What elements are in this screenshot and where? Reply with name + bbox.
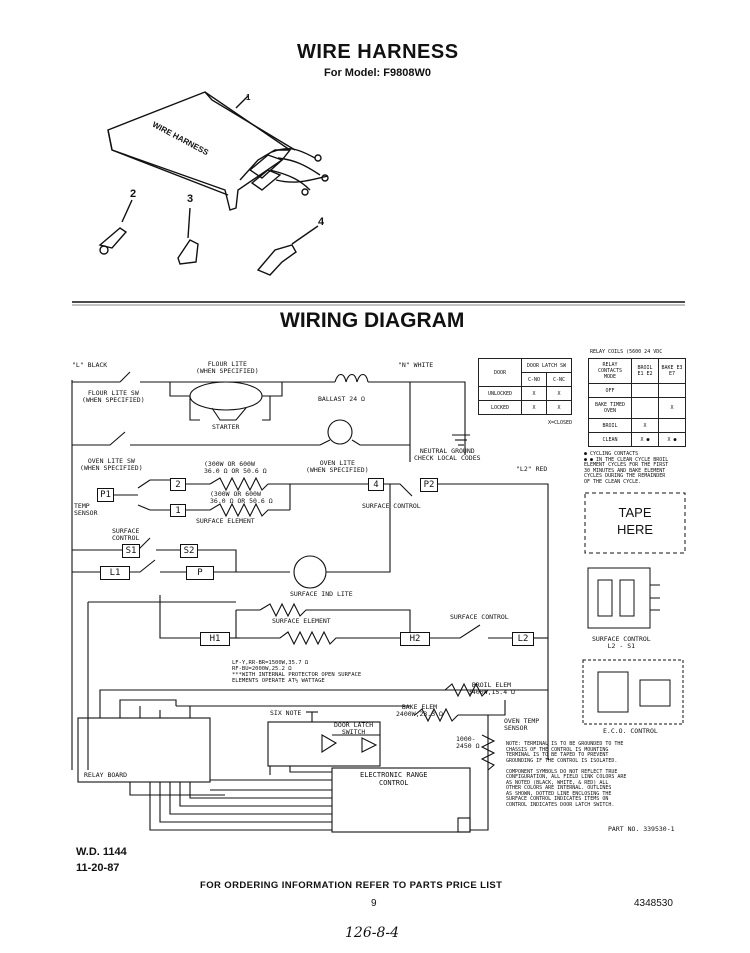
surface-control-label-2: SURFACE CONTROL (112, 527, 140, 543)
cycle-note: ● CYCLING CONTACTS ● ● IN THE CLEAN CYCL… (584, 451, 669, 485)
wire-label-l1-black: "L" BLACK (72, 361, 108, 369)
relay-table-header: BAKE E3 E7 (658, 358, 686, 384)
six-note-label: SIX NOTE (270, 709, 302, 717)
terminal-s1: S1 (122, 544, 140, 558)
flour-lite-switch-label: FLOUR LITE SW (WHEN SPECIFIED) (82, 389, 145, 405)
relay-table-cell (658, 383, 686, 398)
terminal-1: 1 (170, 504, 186, 517)
door-table-cell: X (546, 400, 572, 415)
element-rating-top: (300W OR 600W 36.0 Ω OR 50.6 Ω (204, 460, 267, 476)
wire-label-l2-red: "L2" RED (516, 465, 548, 473)
part-number-3: 3 (187, 193, 194, 205)
terminal-h1: H1 (200, 632, 230, 646)
bake-element-label: BAKE ELEM 2400W,23.3 Ω (396, 703, 443, 719)
door-table-cell: LOCKED (478, 400, 522, 415)
relay-table-cell (631, 383, 659, 398)
element-rating-bottom: (300W OR 600W 36.0 Ω OR 50.6 Ω (210, 490, 273, 506)
relay-table-cell (658, 418, 686, 433)
wiring-diagram-number: W.D. 1144 (76, 846, 127, 858)
terminal-s2: S2 (180, 544, 198, 558)
door-table-header-cnc: C-NC (546, 372, 572, 387)
starter-label: STARTER (212, 423, 240, 431)
door-table-cell: X (521, 386, 547, 401)
door-table-cell: X (521, 400, 547, 415)
sensor-resistance-label: 1000- 2450 Ω (456, 735, 480, 751)
relay-table-cell: BROIL (588, 418, 632, 433)
neutral-ground-label: NEUTRAL GROUND CHECK LOCAL CODES (414, 447, 481, 463)
model-label: For Model: F9808W0 (324, 67, 431, 79)
surface-control-label-3: SURFACE CONTROL (450, 613, 509, 621)
door-table-header-switch: DOOR LATCH SW (521, 358, 572, 373)
door-table-header-door: DOOR (478, 358, 522, 387)
terminal-l1: L1 (100, 566, 130, 580)
page-title: WIRE HARNESS (297, 41, 459, 63)
relay-board-label: RELAY BOARD (84, 771, 128, 779)
element-wattage-note: LF-Y,RR-BR=1500W,35.7 Ω RF-BU=2000W,25.2… (232, 660, 362, 685)
door-latch-switch-label: DOOR LATCH SWITCH (334, 721, 374, 737)
door-latch-table: DOOR DOOR LATCH SW C-NO C-NC UNLOCKED X … (478, 358, 572, 415)
ballast-label: BALLAST 24 Ω (318, 395, 365, 403)
terminal-p2: P2 (420, 478, 438, 492)
relay-table-title: RELAY COILS (5600 24 VDC (590, 349, 663, 355)
terminal-p1: P1 (97, 488, 114, 502)
relay-table-header: BROIL E1 E2 (631, 358, 659, 384)
door-table-header-cno: C-NO (521, 372, 547, 387)
eco-control-label: E.C.O. CONTROL (603, 727, 658, 735)
part-number-4: 4 (318, 216, 325, 228)
terminal-p: P (186, 566, 214, 580)
part-number-1: 1 (246, 93, 251, 102)
relay-table-cell: X ● (658, 432, 686, 447)
terminal-4: 4 (368, 478, 384, 491)
relay-table-cell: CLEAN (588, 432, 632, 447)
terminal-l2: L2 (512, 632, 534, 646)
document-code: 4348530 (634, 898, 673, 909)
section-title: WIRING DIAGRAM (280, 309, 465, 332)
diagram-date: 11-20-87 (76, 862, 120, 874)
oven-lite-switch-label: OVEN LITE SW (WHEN SPECIFIED) (80, 457, 143, 473)
relay-table-header: RELAY CONTACTS MODE (588, 358, 632, 384)
terminal-2: 2 (170, 478, 186, 491)
relay-table-cell: OFF (588, 383, 632, 398)
relay-table-cell: X (631, 418, 659, 433)
relay-contacts-table: RELAY CONTACTS MODE BROIL E1 E2 BAKE E3 … (588, 358, 686, 447)
broil-element-label: BROIL ELEM 3400W,15.4 Ω (468, 681, 515, 697)
temp-sensor-label: TEMP SENSOR (74, 502, 98, 518)
surface-element-label: SURFACE ELEMENT (196, 517, 255, 525)
oven-temp-sensor-label: OVEN TEMP SENSOR (504, 717, 540, 733)
part-number-2: 2 (130, 188, 137, 200)
door-table-cell: UNLOCKED (478, 386, 522, 401)
flour-lite-label: FLOUR LITE (WHEN SPECIFIED) (196, 360, 259, 376)
relay-table-cell: X ● (631, 432, 659, 447)
part-number-label: PART NO. 339530-1 (608, 825, 675, 833)
ordering-info: FOR ORDERING INFORMATION REFER TO PARTS … (200, 880, 503, 891)
page-number: 9 (371, 898, 377, 909)
closed-legend: X=CLOSED (548, 420, 573, 426)
electronic-range-control-label: ELECTRONIC RANGE CONTROL (360, 771, 428, 787)
tape-here-label: TAPE HERE (616, 505, 654, 537)
handwritten-note: 126-8-4 (345, 925, 399, 941)
relay-table-cell: X (658, 397, 686, 419)
surface-control-box-label: SURFACE CONTROL L2 - S1 (592, 635, 651, 651)
relay-table-cell: BAKE TIMED OVEN (588, 397, 632, 419)
surface-ind-lite-label: SURFACE IND LITE (290, 590, 353, 598)
relay-table-cell (631, 397, 659, 419)
surface-control-label: SURFACE CONTROL (362, 502, 421, 510)
wire-label-n-white: "N" WHITE (398, 361, 434, 369)
door-table-cell: X (546, 386, 572, 401)
oven-lite-label: OVEN LITE (WHEN SPECIFIED) (306, 459, 369, 475)
surface-element-label-2: SURFACE ELEMENT (272, 617, 331, 625)
wiring-note: NOTE: TERMINAL IS TO BE GROUNDED TO THE … (506, 741, 627, 808)
terminal-h2: H2 (400, 632, 430, 646)
